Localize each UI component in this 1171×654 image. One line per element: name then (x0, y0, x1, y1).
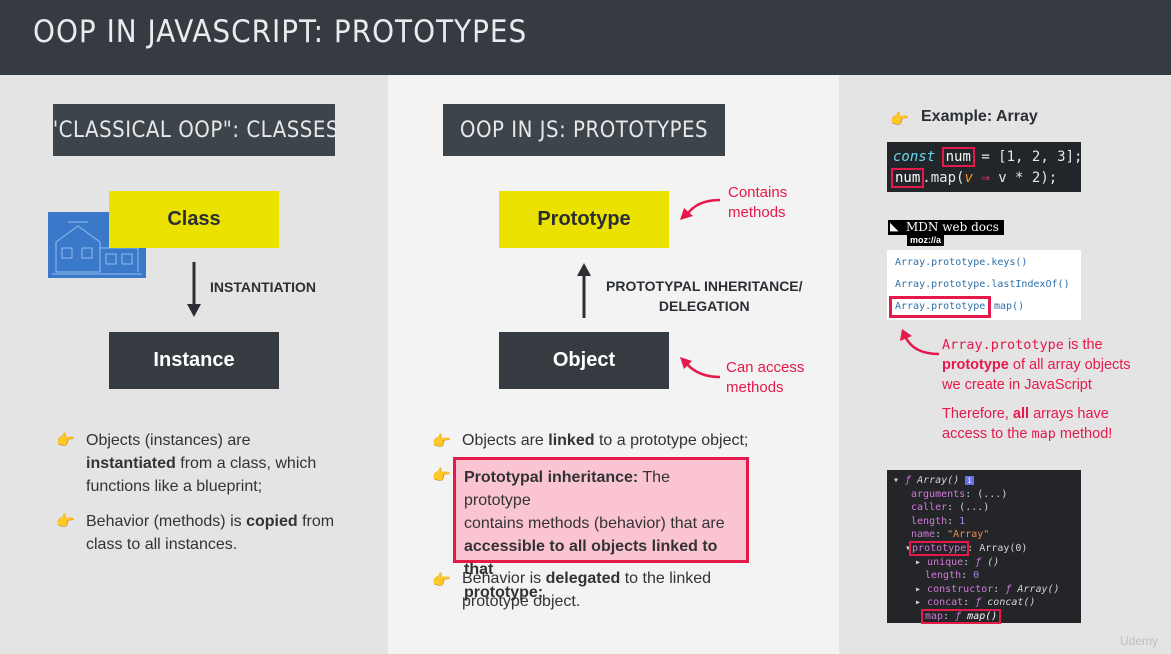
slide-title: OOP IN JAVASCRIPT: PROTOTYPES (33, 14, 528, 50)
example-heading: Example: Array (921, 108, 1038, 125)
contains-methods-note: Contains methods (728, 184, 788, 221)
pointing-hand-icon: 👉 (56, 432, 75, 449)
instantiation-label: INSTANTIATION (210, 279, 317, 295)
mdn-logo-text: MDN web docs (888, 220, 1004, 235)
instantiation-arrow (186, 262, 202, 318)
pointing-hand-icon: 👉 (432, 572, 451, 589)
pointing-hand-icon: 👉 (432, 467, 451, 484)
prototypes-header: OOP IN JS: PROTOTYPES (443, 104, 725, 156)
pointing-hand-icon: 👉 (890, 111, 909, 128)
delegation-arrow (576, 262, 592, 318)
left-bullet-1: Objects (instances) are instantiated fro… (86, 432, 317, 495)
console-root[interactable]: ▾ ƒ Array() i (893, 475, 975, 486)
middle-bullet-1: Objects are linked to a prototype object… (462, 432, 749, 449)
console-map-row[interactable]: map: ƒ map() (920, 608, 1002, 624)
mdn-item-keys[interactable]: Array.prototype.keys() (895, 257, 1028, 268)
curved-arrow-icon (676, 196, 726, 222)
array-prototype-note: Array.prototype is the prototype of all … (942, 337, 1131, 442)
curved-arrow-icon (897, 328, 941, 358)
mdn-logo: MDN web docs ◣ moz://a (888, 220, 1004, 246)
mdn-item-prototype[interactable]: Array.prototype (895, 301, 986, 312)
left-bullet-2: Behavior (methods) is copied from class … (86, 513, 335, 553)
dinosaur-icon: ◣ (890, 221, 899, 233)
class-box: Class (109, 191, 279, 248)
pointing-hand-icon: 👉 (432, 433, 451, 450)
curved-arrow-icon (676, 355, 726, 381)
instance-box: Instance (109, 332, 279, 389)
mdn-item-lastindexof[interactable]: Array.prototype.lastIndexOf() (895, 279, 1070, 290)
mdn-item-map[interactable]: map() (994, 301, 1025, 312)
delegation-label: PROTOTYPAL INHERITANCE/ DELEGATION (606, 278, 803, 314)
devtools-console: ▾ ƒ Array() i arguments: (...) caller: (… (887, 470, 1081, 624)
can-access-note: Can access methods (726, 359, 805, 396)
highlight-frame (889, 296, 991, 318)
mozilla-logo: moz://a (907, 235, 945, 246)
prototype-box: Prototype (499, 191, 669, 248)
title-bar (0, 0, 1171, 75)
console-prototype-row[interactable]: ▾prototype: Array(0) (905, 540, 1028, 556)
middle-bullet-3: Behavior is delegated to the linked prot… (462, 570, 712, 610)
prototypal-inheritance-box: Prototypal inheritance: The prototype co… (453, 457, 749, 601)
classes-header: "CLASSICAL OOP": CLASSES (49, 104, 338, 156)
object-box: Object (499, 332, 669, 389)
udemy-watermark: Udemy (1120, 634, 1159, 648)
code-snippet: const num = [1, 2, 3]; num.map(v ⇒ v * 2… (887, 142, 1082, 192)
pointing-hand-icon: 👉 (56, 513, 75, 530)
mdn-method-list: Array.prototype.keys() Array.prototype.l… (887, 250, 1081, 320)
